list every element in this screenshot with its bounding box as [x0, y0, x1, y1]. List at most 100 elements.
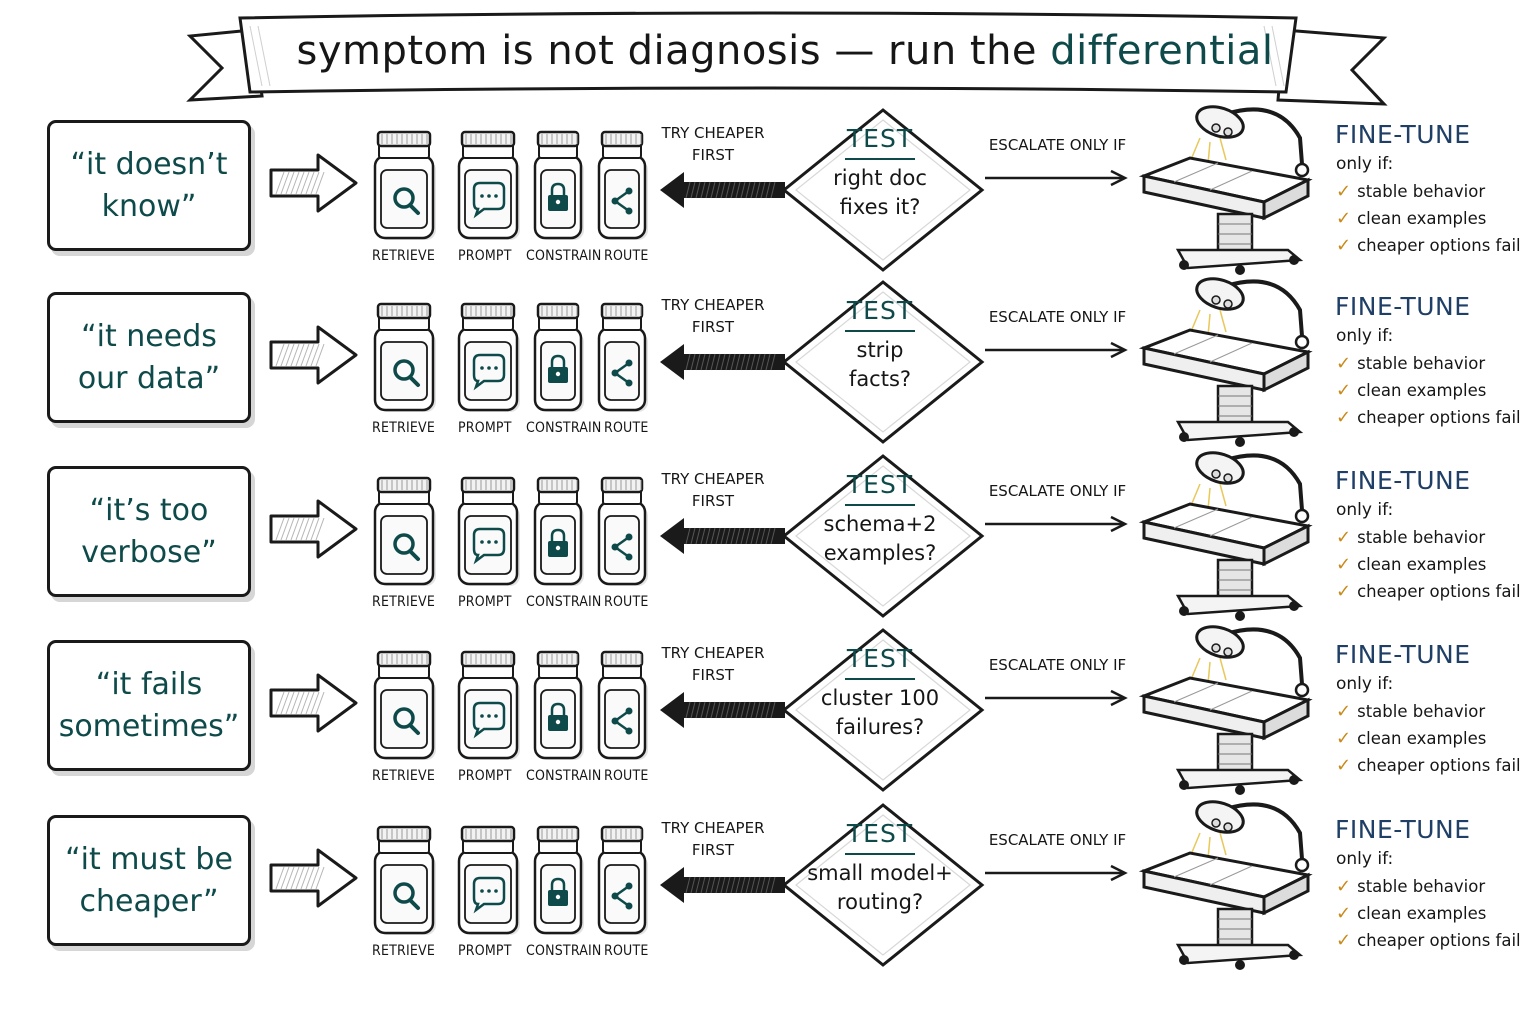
test-question-line: cluster 100 — [820, 686, 940, 710]
checkmark-icon: ✓ — [1336, 701, 1352, 722]
arrow-left-icon — [660, 170, 785, 214]
arrow-left-icon — [660, 342, 785, 386]
padlock-bottle-icon — [532, 476, 586, 598]
finetune-conditions: ✓stable behavior✓clean examples✓cheaper … — [1336, 178, 1521, 259]
condition-item: ✓clean examples — [1336, 900, 1521, 927]
arrow-right-icon — [266, 670, 361, 740]
test-underline — [845, 158, 915, 160]
condition-item: ✓stable behavior — [1336, 350, 1521, 377]
finetune-title: FINE-TUNE — [1335, 815, 1471, 844]
speech-bubble-bottle-icon — [456, 825, 522, 947]
symptom-line: “it’s too — [89, 492, 209, 528]
test-question-line: examples? — [823, 541, 937, 565]
test-underline — [845, 853, 915, 855]
remedy-label: RETRIEVE — [372, 768, 435, 784]
operating-table-icon — [1138, 622, 1338, 801]
condition-item: ✓cheaper options fail — [1336, 232, 1521, 259]
condition-item: ✓ cheaper options fail — [1336, 404, 1521, 431]
condition-text: cheaper options fail — [1357, 931, 1521, 950]
finetune-conditions: ✓stable behavior✓clean examples✓cheaper … — [1336, 698, 1521, 779]
test-question-line: small model+ — [807, 861, 953, 885]
share-route-bottle-icon — [596, 825, 650, 947]
test-title: TEST — [846, 470, 914, 499]
try-cheaper-line: TRY CHEAPER — [661, 296, 765, 314]
remedy-label: CONSTRAIN — [526, 943, 602, 959]
symptom-line: sometimes” — [58, 708, 240, 744]
padlock-bottle-icon — [532, 130, 586, 252]
share-route-bottle-icon — [596, 476, 650, 598]
condition-text: stable behavior — [1357, 354, 1486, 373]
title-highlight: differential — [1050, 28, 1274, 74]
condition-item: ✓stable behavior — [1336, 873, 1521, 900]
arrow-left-icon — [660, 865, 785, 909]
remedy-label: CONSTRAIN — [526, 248, 602, 264]
remedy-label: RETRIEVE — [372, 420, 435, 436]
remedy-label: RETRIEVE — [372, 943, 435, 959]
share-route-bottle-icon — [596, 302, 650, 424]
test-title: TEST — [846, 644, 914, 673]
condition-item: ✓ clean examples — [1336, 725, 1521, 752]
condition-item: ✓stable behavior — [1336, 698, 1521, 725]
checkmark-icon: ✓ — [1336, 407, 1352, 428]
page-title: symptom is not diagnosis — run the diffe… — [296, 28, 1274, 74]
test-diamond — [778, 274, 988, 453]
try-cheaper-line: FIRST — [691, 492, 735, 510]
remedy-label: CONSTRAIN — [526, 420, 602, 436]
escalate-label: ESCALATE ONLY IF — [988, 831, 1127, 849]
condition-text: clean examples — [1357, 381, 1487, 400]
remedy-label: RETRIEVE — [372, 248, 435, 264]
test-question-line: failures? — [835, 715, 925, 739]
checkmark-icon: ✓ — [1336, 876, 1352, 897]
checkmark-icon: ✓ — [1336, 930, 1352, 951]
checkmark-icon: ✓ — [1336, 527, 1352, 548]
test-diamond — [778, 448, 988, 627]
condition-text: cheaper options fail — [1357, 408, 1521, 427]
remedy-label: CONSTRAIN — [526, 594, 602, 610]
symptom-line: cheaper” — [79, 883, 219, 919]
arrow-right-icon — [266, 322, 361, 392]
try-cheaper-line: TRY CHEAPER — [661, 470, 765, 488]
test-question-line: facts? — [848, 367, 912, 391]
arrow-right-icon — [266, 845, 361, 915]
test-diamond — [778, 797, 988, 976]
test-question: cluster 100 failures? — [805, 684, 955, 742]
arrow-right-icon — [266, 150, 361, 220]
checkmark-icon: ✓ — [1336, 181, 1352, 202]
symptom-line: “it must be — [65, 841, 233, 877]
try-cheaper-line: TRY CHEAPER — [661, 819, 765, 837]
symptom-line: know” — [101, 188, 197, 224]
speech-bubble-bottle-icon — [456, 476, 522, 598]
share-route-bottle-icon — [596, 130, 650, 252]
condition-text: clean examples — [1357, 729, 1487, 748]
condition-text: cheaper options fail — [1357, 756, 1521, 775]
remedy-label: PROMPT — [458, 943, 512, 959]
symptom-box: “it must be cheaper” — [47, 815, 251, 946]
try-cheaper-label: TRY CHEAPER FIRST — [650, 468, 776, 512]
magnifier-bottle-icon — [372, 650, 438, 772]
arrow-escalate-icon — [985, 340, 1130, 364]
remedy-label: PROMPT — [458, 768, 512, 784]
condition-text: clean examples — [1357, 904, 1487, 923]
checkmark-icon: ✓ — [1336, 728, 1352, 749]
test-question-line: fixes it? — [839, 195, 921, 219]
test-underline — [845, 504, 915, 506]
escalate-label: ESCALATE ONLY IF — [988, 136, 1127, 154]
arrow-escalate-icon — [985, 514, 1130, 538]
test-question: small model+routing? — [805, 859, 955, 917]
condition-item: ✓ cheaper options fail — [1336, 927, 1521, 954]
remedy-label: ROUTE — [604, 768, 649, 784]
condition-text: clean examples — [1357, 555, 1487, 574]
padlock-bottle-icon — [532, 650, 586, 772]
